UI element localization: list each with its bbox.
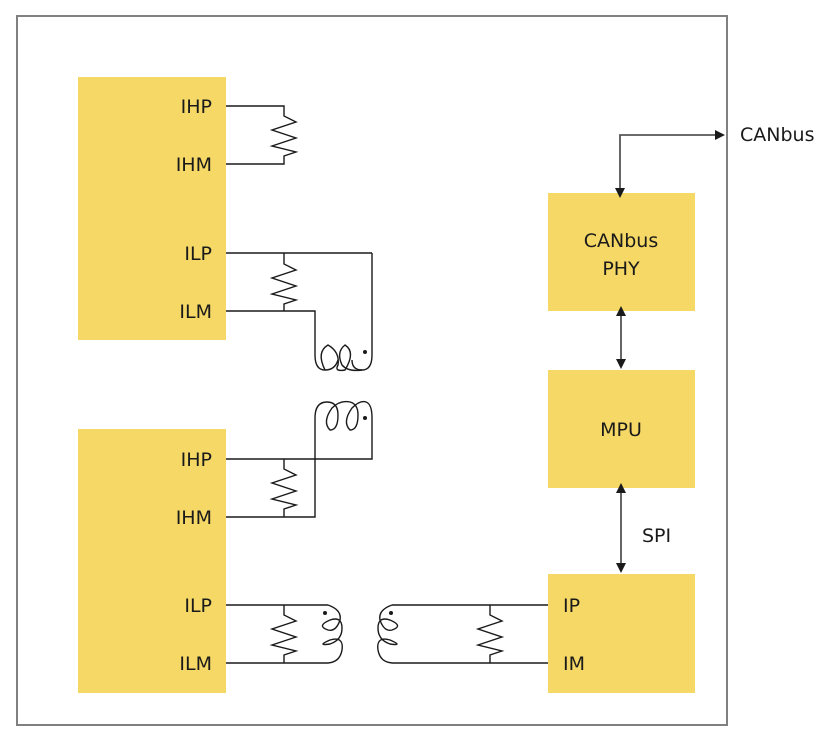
sensor-block-2: IHP IHM ILP ILM [78,429,226,693]
pin-label-ihm: IHM [176,154,212,176]
canbus-phy-label-line1: CANbus [584,230,658,252]
pin-label-ihp: IHP [181,96,212,118]
sensor-block-2-body [78,429,226,693]
pin-label-im: IM [563,653,585,675]
metering-ic-block: IP IM [548,574,695,693]
coil-1-polarity-dot [363,350,367,354]
sensor-block-1: IHP IHM ILP ILM [78,77,226,340]
metering-ic-body [548,574,695,693]
pin-label-ihm: IHM [176,507,212,529]
resistor-2 [226,252,372,355]
enclosure-frame [16,15,728,726]
transformer-secondary [377,604,399,664]
transformer-primary [321,604,343,664]
pin-label-ilp: ILP [184,595,212,617]
mpu-block: MPU [548,370,695,488]
canbus-phy-label-line2: PHY [602,258,640,280]
pin-label-ilm: ILM [179,301,212,323]
coil-2-polarity-dot [363,416,367,420]
pin-label-ilp: ILP [184,243,212,265]
mpu-body [548,370,695,488]
resistor-5 [392,604,548,664]
resistor-3 [226,418,373,518]
coil-2 [314,400,373,431]
canbus-external-label: CANbus [740,124,814,146]
pin-label-ihp: IHP [181,449,212,471]
primary-polarity-dot [323,611,327,615]
spi-label: SPI [642,525,671,547]
secondary-polarity-dot [389,611,393,615]
pin-label-ip: IP [563,595,580,617]
sensor-block-1-body [78,77,226,340]
resistor-4 [226,604,328,664]
canbus-phy-block: CANbus PHY [548,193,695,311]
resistor-1 [226,105,299,165]
coil-1 [314,253,373,372]
canbus-external-link [615,130,725,198]
mpu-label: MPU [600,419,642,441]
canbus-phy-body [548,193,695,311]
pin-label-ilm: ILM [179,653,212,675]
